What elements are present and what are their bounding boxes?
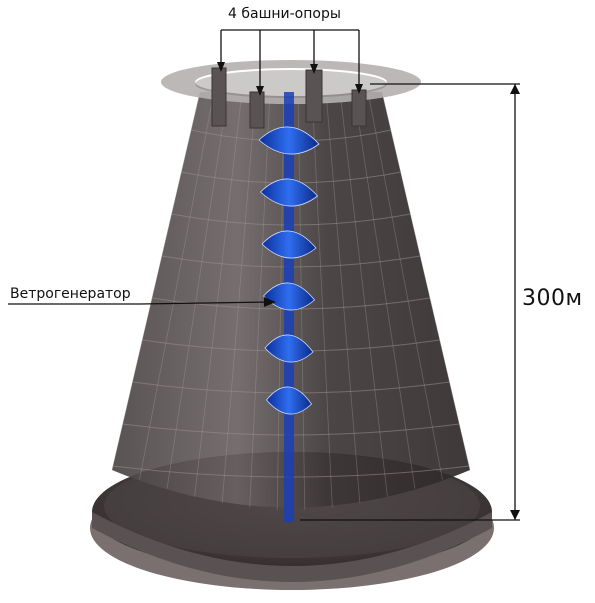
height-label: 300м: [522, 286, 583, 311]
support-tower-1: [212, 68, 226, 126]
support-tower-4: [352, 90, 366, 126]
wind-generator-label: Ветрогенератор: [10, 286, 131, 302]
support-towers-label: 4 башни-опоры: [228, 6, 341, 22]
support-tower-2: [250, 92, 264, 128]
support-tower-3: [306, 70, 322, 122]
